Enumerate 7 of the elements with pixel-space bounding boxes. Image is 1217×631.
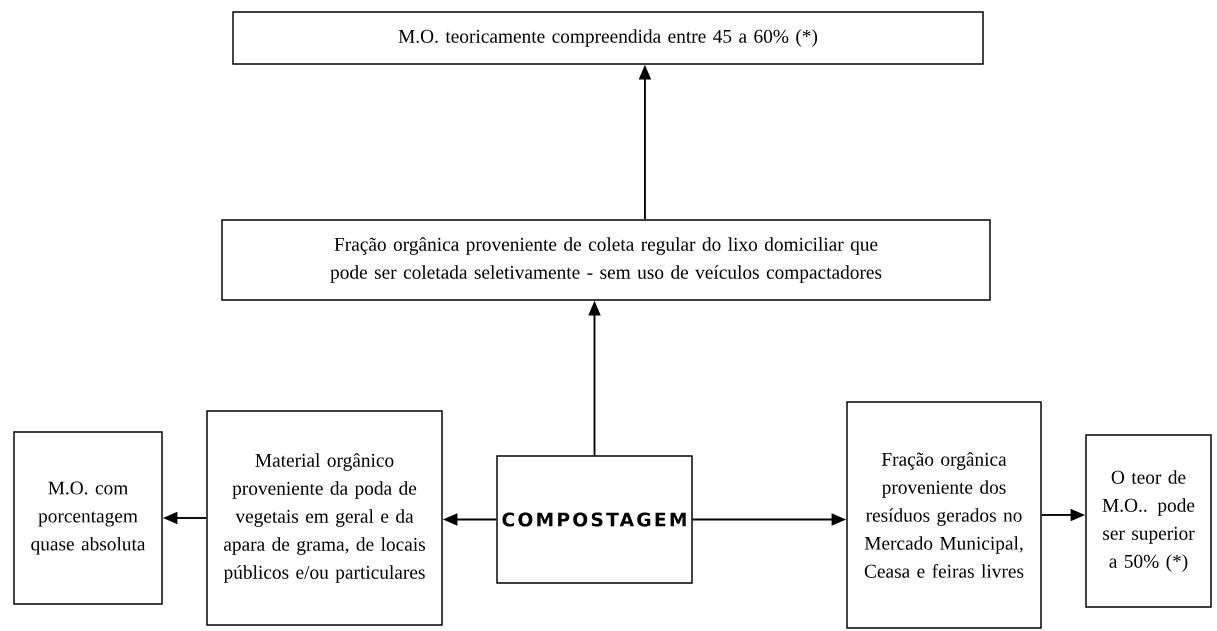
text-box: Fração orgânica proveniente dos resíduos gerados no Mercado Municipal, Ceasa e feiras livres (846, 401, 1042, 629)
text-box: Fração orgânica proveniente de coleta regular do lixo domiciliar que pode ser coletada seletivamente - sem uso de veículos compactadores (221, 219, 991, 301)
text-box: M.O. teoricamente compreendida entre 45 a 60% (*) (232, 11, 984, 65)
text-box: O teor de M.O.. pode ser superior a 50% (*) (1085, 434, 1212, 608)
text-box: Material orgânico proveniente da poda de vegetais em geral e da apara de grama, de locais públicos e/ou particulares (206, 410, 443, 626)
text-box: M.O. com porcentagem quase absoluta (13, 431, 163, 605)
process-box: COMPOSTAGEM (496, 455, 693, 584)
